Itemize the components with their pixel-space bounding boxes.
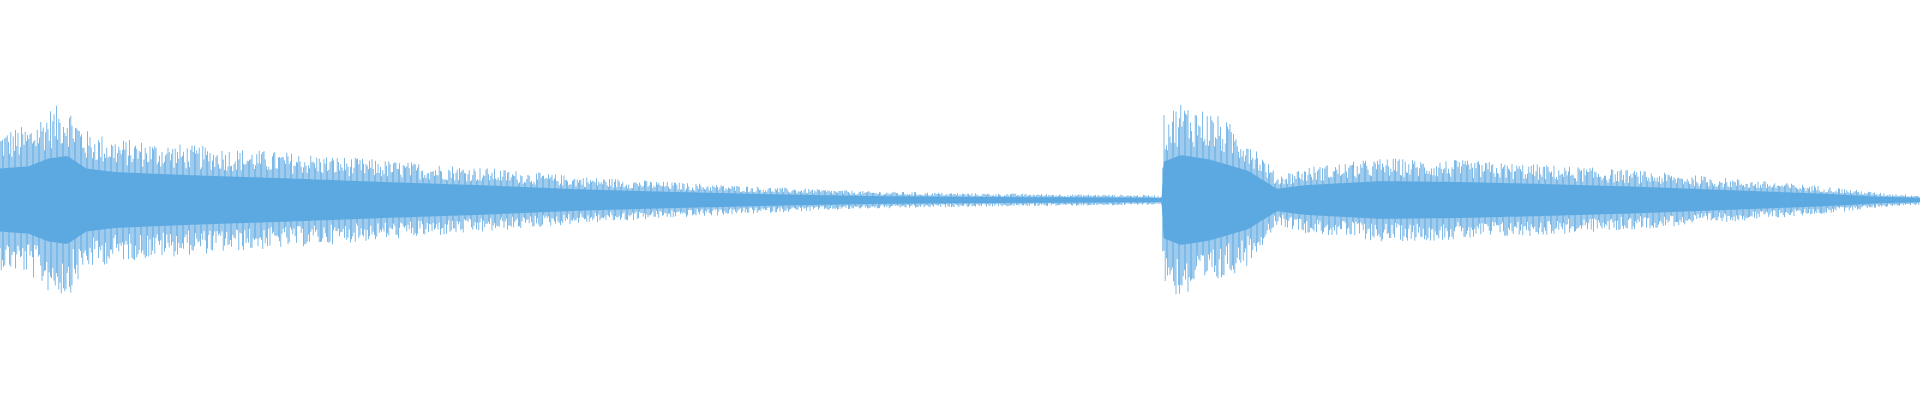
- waveform-lines: [0, 105, 1920, 295]
